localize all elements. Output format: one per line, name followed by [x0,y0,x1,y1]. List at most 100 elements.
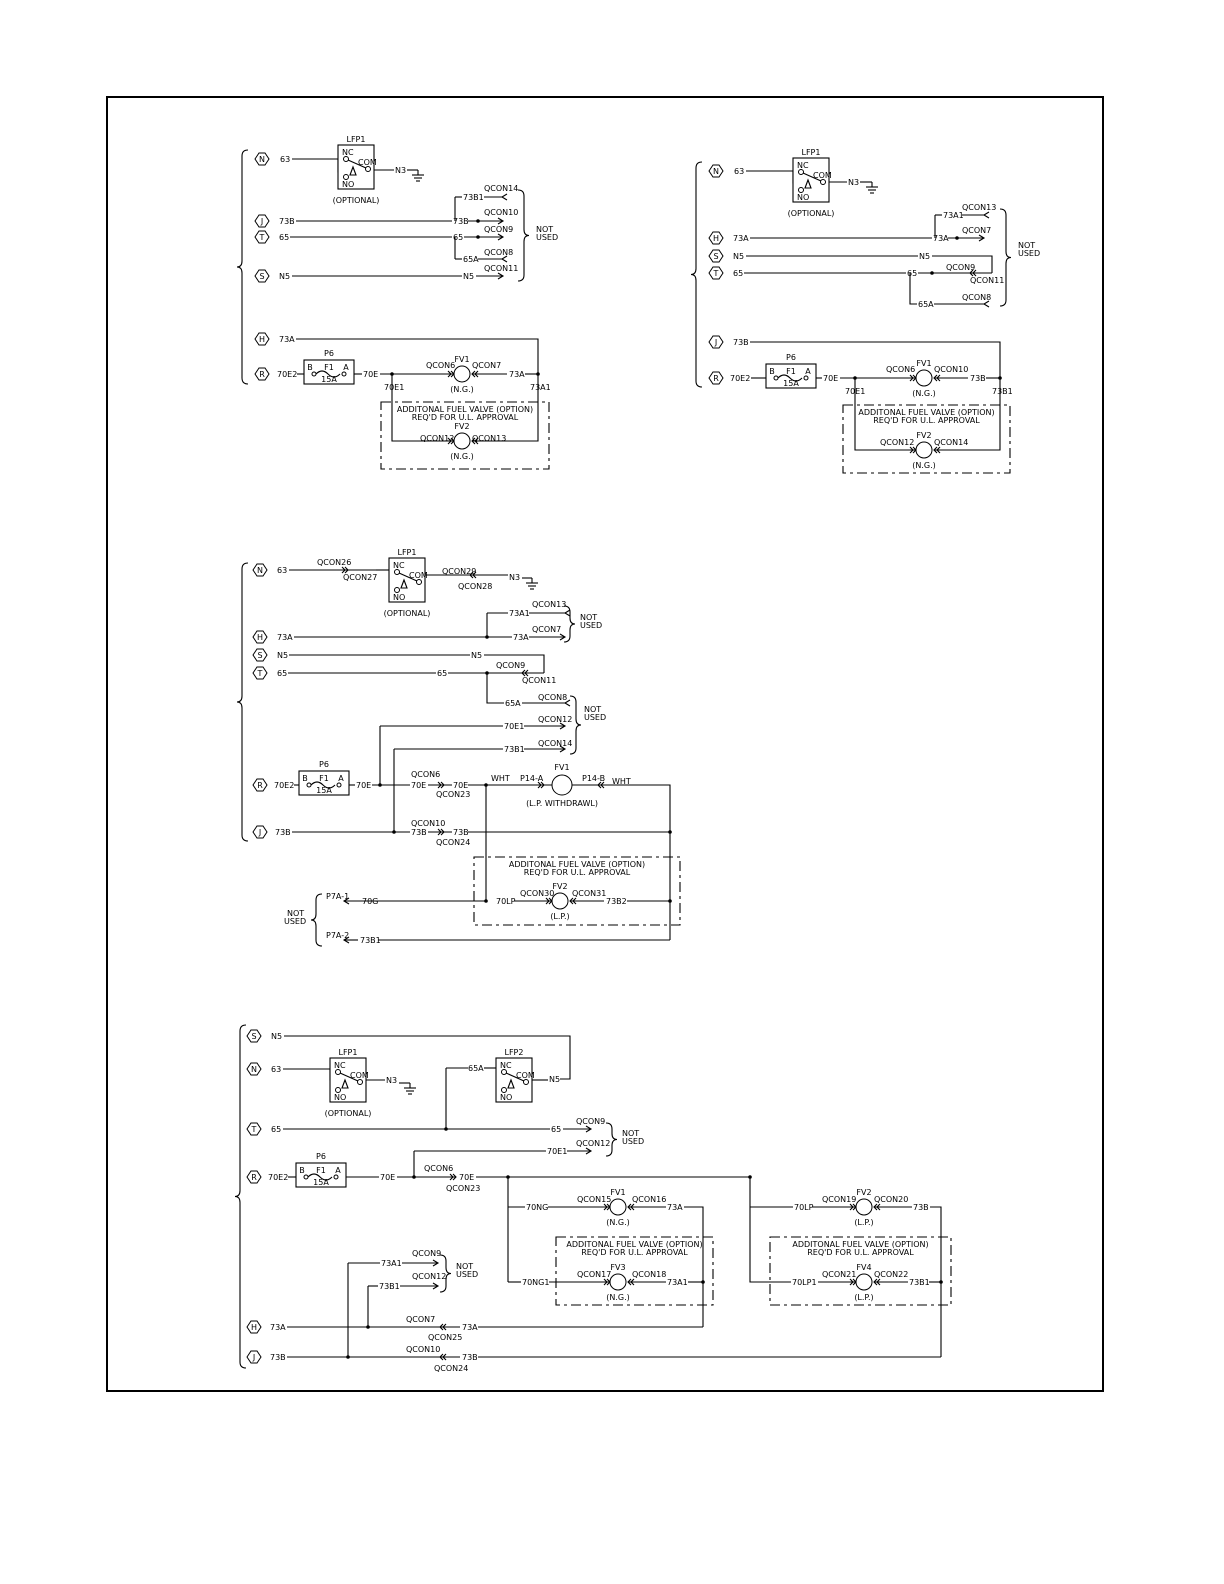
label-p7a1: P7A-1 [326,892,349,901]
arrow-icon [497,272,505,280]
label-w73A: 73A [933,234,949,243]
connector-chevron [469,571,474,579]
label-w73B1: 73B1 [909,1278,930,1287]
label-q9: QCON9 [946,263,975,272]
terminal-J [252,825,268,839]
label-w70E: 70E [823,374,838,383]
label-F1: F1 [316,1166,326,1175]
label-addl2: REQ'D FOR U.L. APPROVAL [581,1248,688,1257]
label-FV2: FV2 [916,431,931,440]
label-w73A: 73A [279,335,295,344]
label-addl2: REQ'D FOR U.L. APPROVAL [807,1248,914,1257]
wire [398,572,418,582]
connector-chevron [540,781,545,789]
label-NO: NO [334,1093,346,1102]
label-notUsed2: USED [622,1137,644,1146]
label-w70E: 70E [380,1173,395,1182]
contact-icon [343,156,349,162]
label-P6: P6 [316,1152,326,1161]
label-ng: (N.G.) [606,1293,630,1302]
wire [934,378,1001,451]
terminal-T [254,230,270,244]
label-COM: COM [409,571,428,580]
label-notUsed2: USED [1018,249,1040,258]
wire [749,1177,791,1283]
label-P6: P6 [324,349,334,358]
label-q14: QCON14 [934,438,968,447]
label-q16: QCON16 [632,1195,666,1204]
contact-icon [394,569,400,575]
label-q7: QCON7 [472,361,501,370]
arrow-icon [497,217,505,225]
label-FV4: FV4 [856,1263,871,1272]
label-FV2: FV2 [552,882,567,891]
connector-chevron [849,1203,854,1211]
label-q21: QCON21 [822,1270,856,1279]
label-q7: QCON7 [962,226,991,235]
arrow-icon [559,633,567,641]
label-B: B [307,363,313,372]
label-w65A: 65A [463,255,479,264]
connector-chevron [344,566,349,574]
label-q26: QCON26 [317,558,351,567]
label-w70E1: 70E1 [547,1147,567,1156]
label-w65: 65 [551,1125,561,1134]
label-amp: 15A [321,375,337,384]
label-q17: QCON17 [577,1270,611,1279]
contact-icon [365,166,371,172]
label-w73A1: 73A1 [509,609,530,618]
label-R: R [251,1173,257,1182]
diaphragm-icon [400,578,408,589]
label-q11: QCON11 [970,276,1004,285]
junction-dot [484,899,488,903]
connector-chevron [449,1173,454,1181]
label-q11: QCON11 [522,676,556,685]
junction-dot [476,219,480,223]
label-w73B1: 73B1 [360,936,381,945]
connector-chevron [909,446,914,454]
label-wN3: N3 [848,178,859,187]
fuel-valve-icon [551,892,569,910]
label-N: N [713,167,719,176]
fuse-terminal [773,375,779,381]
label-q12: QCON12 [420,434,454,443]
label-q8: QCON8 [484,248,513,257]
terminal-J [708,335,724,349]
label-w65A: 65A [505,699,521,708]
label-B: B [299,1166,305,1175]
label-w70LP1: 70LP1 [792,1278,817,1287]
wire [284,1035,571,1080]
label-lp: (L.P.) [550,912,569,921]
label-q9: QCON9 [496,661,525,670]
wire [505,1072,525,1082]
label-NC: NC [342,148,354,157]
fuse-terminal [311,371,317,377]
label-R: R [257,781,263,790]
fuse-terminal [336,782,342,788]
label-ng: (N.G.) [606,1218,630,1227]
label-w73A: 73A [667,1203,683,1212]
terminal-S [252,648,268,662]
fuse-terminal [303,1174,309,1180]
label-N: N [259,155,265,164]
fuel-valve-icon [453,365,471,383]
label-A: A [338,774,344,783]
label-w73B: 73B [970,374,986,383]
label-F1: F1 [324,363,334,372]
label-wN5: N5 [279,272,290,281]
brace [999,208,1012,307]
label-w73B: 73B [913,1203,929,1212]
label-optional: (OPTIONAL) [788,209,835,218]
brace [569,695,582,755]
wire [930,1206,942,1357]
label-w73B: 73B [453,217,469,226]
label-J: J [714,338,717,347]
contact-icon [798,187,804,193]
arrow-icon [342,897,350,905]
junction-dot [346,1355,350,1359]
label-A: A [805,367,811,376]
label-w65: 65 [271,1125,281,1134]
